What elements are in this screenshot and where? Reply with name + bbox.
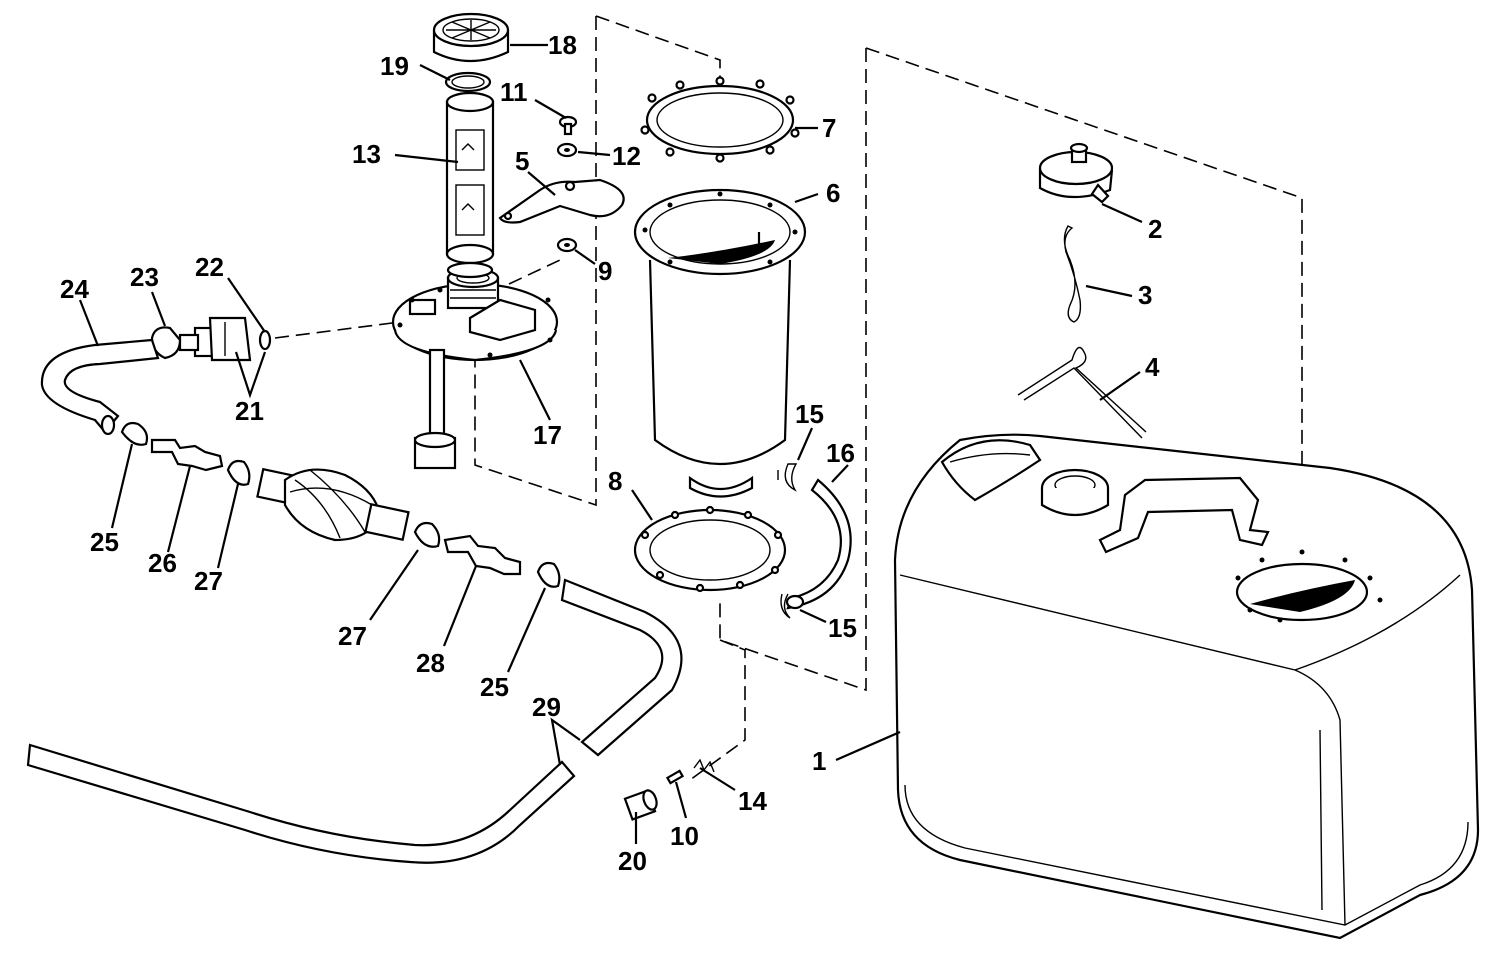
bracket <box>498 178 625 224</box>
callout-5: 5 <box>515 146 529 176</box>
callout-1: 1 <box>812 746 826 776</box>
washer-lower <box>556 237 578 253</box>
connector <box>178 316 252 362</box>
callout-11: 11 <box>500 77 528 107</box>
tank-opening-bolts <box>1235 549 1383 623</box>
callout-25-left: 25 <box>90 527 119 557</box>
callout-15-lower: 15 <box>828 613 857 643</box>
pin <box>665 769 685 785</box>
fitting-right <box>443 534 522 576</box>
fuel-tank <box>893 433 1480 940</box>
callout-10: 10 <box>670 821 699 851</box>
filter-canister <box>633 188 807 498</box>
spring-clip <box>1017 346 1147 439</box>
callout-4: 4 <box>1145 352 1160 382</box>
callout-9: 9 <box>598 256 612 286</box>
hose-clamp-left <box>120 421 149 446</box>
callouts: 18 19 11 13 12 5 7 6 2 3 4 22 23 24 21 9… <box>60 30 1162 876</box>
gasket-bottom <box>633 505 787 593</box>
callout-19: 19 <box>380 51 409 81</box>
callout-29: 29 <box>532 692 561 722</box>
o-ring <box>444 71 492 93</box>
gasket-top <box>640 76 800 163</box>
guide-lines <box>274 15 1303 781</box>
strainer <box>445 91 495 279</box>
callout-18: 18 <box>548 30 577 60</box>
callout-15-upper: 15 <box>795 399 824 429</box>
callout-26: 26 <box>148 548 177 578</box>
callout-16: 16 <box>826 438 855 468</box>
filler-cap <box>432 12 510 62</box>
callout-24: 24 <box>60 274 89 304</box>
callout-13: 13 <box>352 139 381 169</box>
pickup-assembly <box>391 267 559 470</box>
vent-hose <box>780 463 852 619</box>
fuel-hose-lower <box>26 578 683 864</box>
callout-27-right: 27 <box>338 621 367 651</box>
washer-upper <box>556 142 578 158</box>
plug <box>623 789 658 821</box>
callout-8: 8 <box>608 466 622 496</box>
leader-lines <box>78 43 1143 844</box>
callout-27-left: 27 <box>194 566 223 596</box>
callout-20: 20 <box>618 846 647 876</box>
hose-clamp-27b <box>413 521 441 548</box>
hose-clamp-27a <box>226 459 251 486</box>
screw <box>558 115 578 136</box>
callout-3: 3 <box>1138 280 1152 310</box>
primer-bulb <box>256 467 410 542</box>
callout-12: 12 <box>612 141 641 171</box>
callout-28: 28 <box>416 648 445 678</box>
hose-clamp-right <box>536 561 561 588</box>
callout-14: 14 <box>738 786 767 816</box>
callout-25-right: 25 <box>480 672 509 702</box>
vent-cap <box>1038 142 1114 204</box>
o-ring-small <box>258 329 272 351</box>
callout-21: 21 <box>235 396 264 426</box>
fitting-left <box>150 438 224 472</box>
callout-6: 6 <box>826 178 840 208</box>
callout-17: 17 <box>533 420 562 450</box>
clip <box>1063 225 1082 323</box>
callout-22: 22 <box>195 252 224 282</box>
fuel-hose-upper <box>40 338 160 436</box>
callout-7: 7 <box>822 113 836 143</box>
callout-23: 23 <box>130 262 159 292</box>
callout-2: 2 <box>1148 214 1162 244</box>
